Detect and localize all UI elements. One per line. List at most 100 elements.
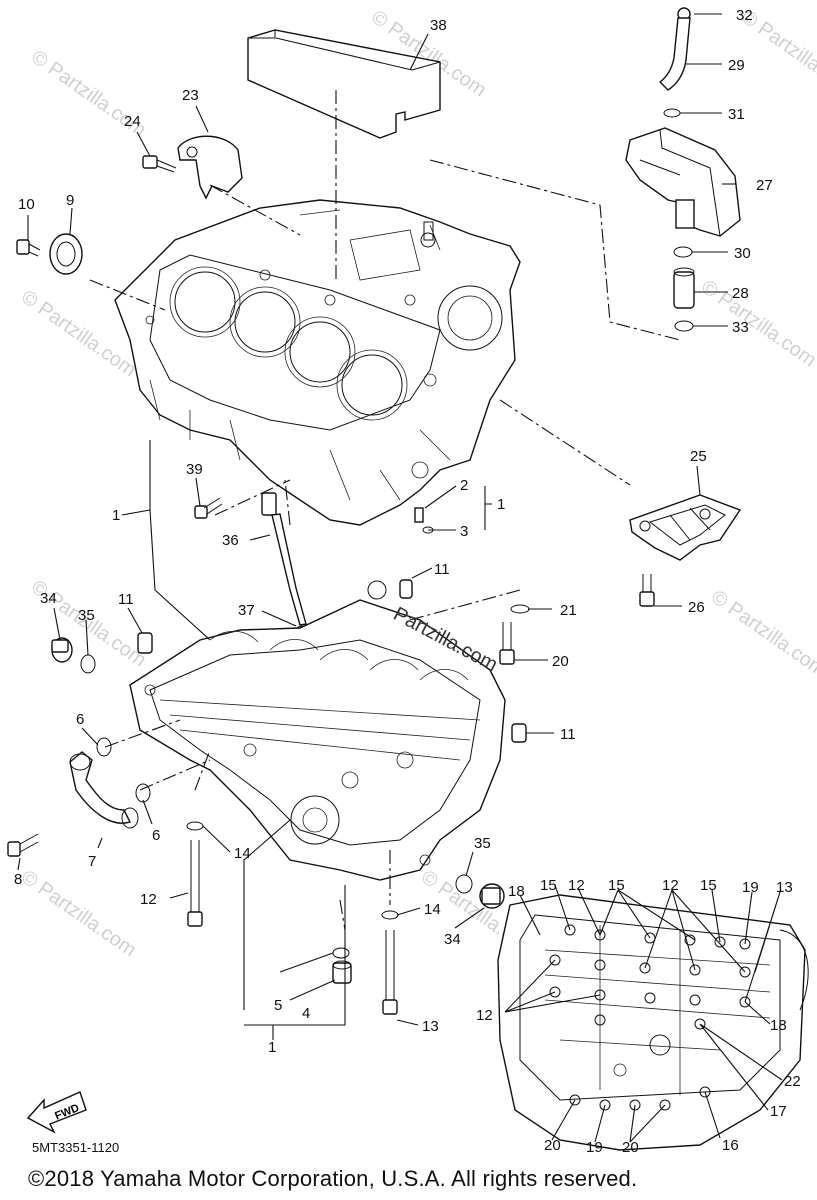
inset-callout-19: 19 [586, 1139, 603, 1156]
callout-11: 11 [434, 561, 450, 578]
inset-callout-12: 12 [568, 877, 585, 894]
part-25-oil-strainer [629, 494, 742, 561]
callout-12: 12 [140, 891, 157, 908]
callout-35: 35 [78, 607, 95, 624]
part-21-washer [510, 604, 530, 614]
callout-37: 37 [238, 602, 255, 619]
part-7-pipe [69, 751, 139, 829]
callout-33: 33 [732, 319, 749, 336]
inset-callout-17: 17 [770, 1103, 787, 1120]
inset-callout-15: 15 [608, 877, 625, 894]
part-26-bolt [639, 574, 655, 607]
callout-2: 2 [460, 477, 468, 494]
diagram-code: 5MT3351-1120 [32, 1140, 120, 1155]
part-5-washer [332, 947, 350, 959]
inset-callout-13: 13 [776, 879, 793, 896]
part-36-oil-level-gauge [261, 492, 307, 626]
callout-23: 23 [182, 87, 199, 104]
part-27-breather-box [625, 127, 741, 237]
callout-9: 9 [66, 192, 74, 209]
inset-callout-12: 12 [662, 877, 679, 894]
part-35-gasket [80, 654, 96, 674]
inset-callout-20: 20 [544, 1137, 561, 1154]
callout-39: 39 [186, 461, 203, 478]
callout-24: 24 [124, 113, 141, 130]
callout-1: 1 [112, 507, 120, 524]
leader-lines [17, 13, 783, 1143]
part-11-dowel-c [511, 723, 527, 743]
callout-6: 6 [76, 711, 84, 728]
inset-callout-15: 15 [540, 877, 557, 894]
part-11-dowel [137, 632, 153, 654]
lower-crankcase [129, 580, 506, 881]
callout-1: 1 [268, 1039, 276, 1056]
part-14-washer [186, 821, 204, 831]
callout-3: 3 [460, 523, 468, 540]
callout-14: 14 [424, 901, 441, 918]
part-30-clamp [673, 246, 693, 258]
part-31-clamp [663, 108, 681, 118]
part-28-hose [673, 267, 695, 309]
copyright-notice: ©2018 Yamaha Motor Corporation, U.S.A. A… [28, 1166, 638, 1191]
callout-36: 36 [222, 532, 239, 549]
callout-14: 14 [234, 845, 251, 862]
part-4-plug [332, 960, 352, 984]
callout-25: 25 [690, 448, 707, 465]
part-2-pin [414, 507, 424, 523]
callout-34: 34 [40, 590, 57, 607]
callout-20: 20 [552, 653, 569, 670]
watermark-text: © Partzilla.com [17, 866, 140, 961]
part-6-o-ring [96, 737, 112, 757]
callout-1: 1 [497, 496, 505, 513]
part-12-bolt [187, 840, 203, 927]
watermark-text: © Partzilla.com [707, 586, 817, 681]
part-35-gasket-b [455, 874, 473, 894]
part-8-bolt [7, 833, 39, 857]
inset-callout-19: 19 [742, 879, 759, 896]
part-34-plug-b [479, 883, 505, 909]
callout-5: 5 [274, 997, 282, 1014]
upper-crankcase [114, 199, 521, 526]
inset-callout-12: 12 [476, 1007, 493, 1024]
part-23-bracket [177, 135, 243, 200]
callout-21: 21 [560, 602, 577, 619]
part-10-bolt [16, 239, 41, 257]
part-24-bolt [142, 155, 177, 173]
part-14-washer-b [381, 910, 399, 920]
part-6-o-ring-b [135, 783, 151, 803]
inset-callout-18: 18 [770, 1017, 787, 1034]
callout-11: 11 [560, 726, 576, 743]
callout-38: 38 [430, 17, 447, 34]
part-29-hose [658, 17, 691, 91]
inset-callout-18: 18 [508, 883, 525, 900]
part-34-plug [51, 637, 73, 663]
callout-34: 34 [444, 931, 461, 948]
inset-callout-20: 20 [622, 1139, 639, 1156]
callout-32: 32 [736, 7, 753, 24]
callout-7: 7 [88, 853, 96, 870]
callout-30: 30 [734, 245, 751, 262]
watermark-text: © Partzilla.com [697, 276, 817, 371]
callout-13: 13 [422, 1018, 439, 1035]
callout-27: 27 [756, 177, 773, 194]
inset-callout-22: 22 [784, 1073, 801, 1090]
fwd-arrow: FWD [26, 1091, 87, 1134]
callout-35: 35 [474, 835, 491, 852]
inset-callout-16: 16 [722, 1137, 739, 1154]
part-39-bolt [194, 497, 223, 519]
callouts: 38 32 29 31 23 24 27 10 9 30 28 33 25 39… [14, 7, 801, 1156]
part-13-bolt [382, 930, 398, 1015]
inset-assembled-case [497, 894, 809, 1151]
part-9-cover [49, 233, 83, 275]
callout-31: 31 [728, 106, 745, 123]
callout-6: 6 [152, 827, 160, 844]
part-11-dowel-b [399, 579, 413, 599]
callout-4: 4 [302, 1005, 310, 1022]
part-33-clamp [674, 320, 694, 332]
callout-11: 11 [118, 591, 134, 608]
inset-callout-15: 15 [700, 877, 717, 894]
callout-10: 10 [18, 196, 35, 213]
dashed-assembly-lines [89, 90, 681, 931]
part-20-bolt [499, 622, 515, 665]
